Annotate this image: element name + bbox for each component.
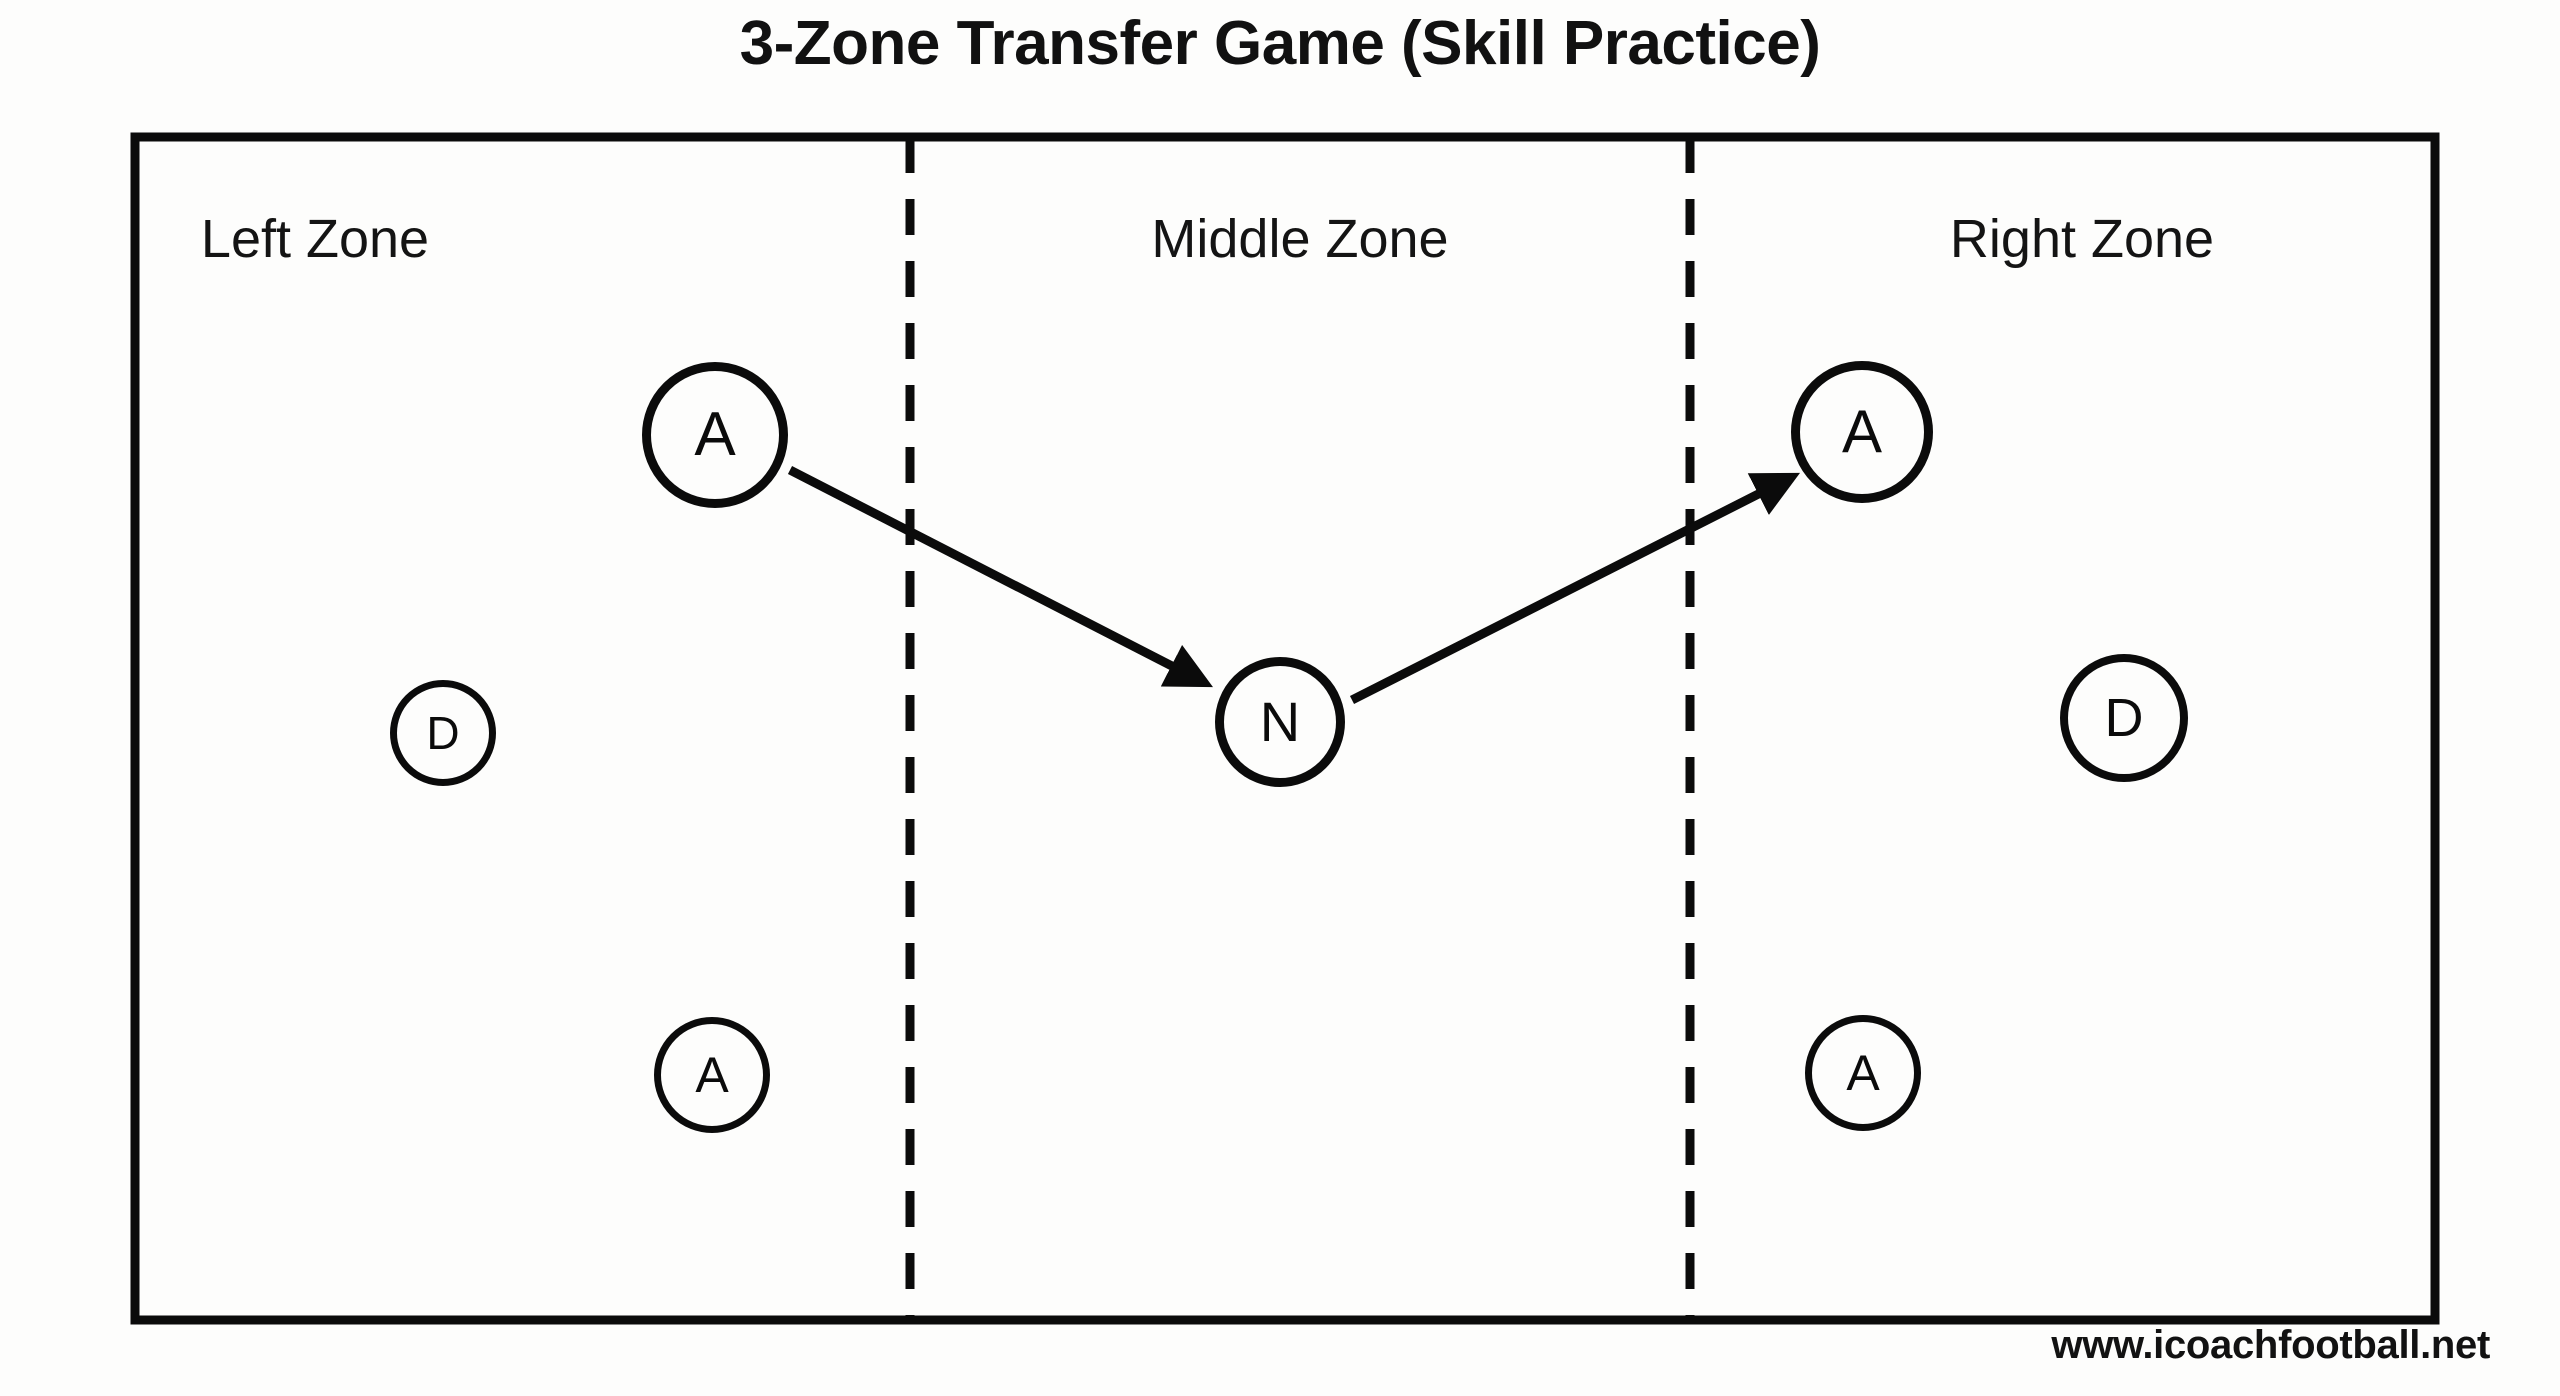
player-token-right-defender[interactable]: D [2060,654,2188,782]
player-token-left-attacker-bottom[interactable]: A [654,1017,770,1133]
player-token-right-attacker-top[interactable]: A [1791,361,1933,503]
field-boundary [130,132,2440,1325]
player-token-neutral[interactable]: N [1215,657,1345,787]
player-token-left-attacker-top[interactable]: A [642,362,788,508]
pass-arrow-left-attacker-to-neutral [787,465,1214,688]
watermark-url: www.icoachfootball.net [2051,1323,2490,1367]
zone-label-middle: Middle Zone [1151,209,1449,269]
zone-label-right: Right Zone [1949,209,2215,269]
player-token-left-defender[interactable]: D [390,680,496,786]
player-token-right-attacker-bottom[interactable]: A [1805,1015,1921,1131]
pass-arrow-neutral-to-right-attacker [1349,472,1801,705]
zone-label-left: Left Zone [200,209,430,269]
page-title: 3-Zone Transfer Game (Skill Practice) [739,9,1821,78]
